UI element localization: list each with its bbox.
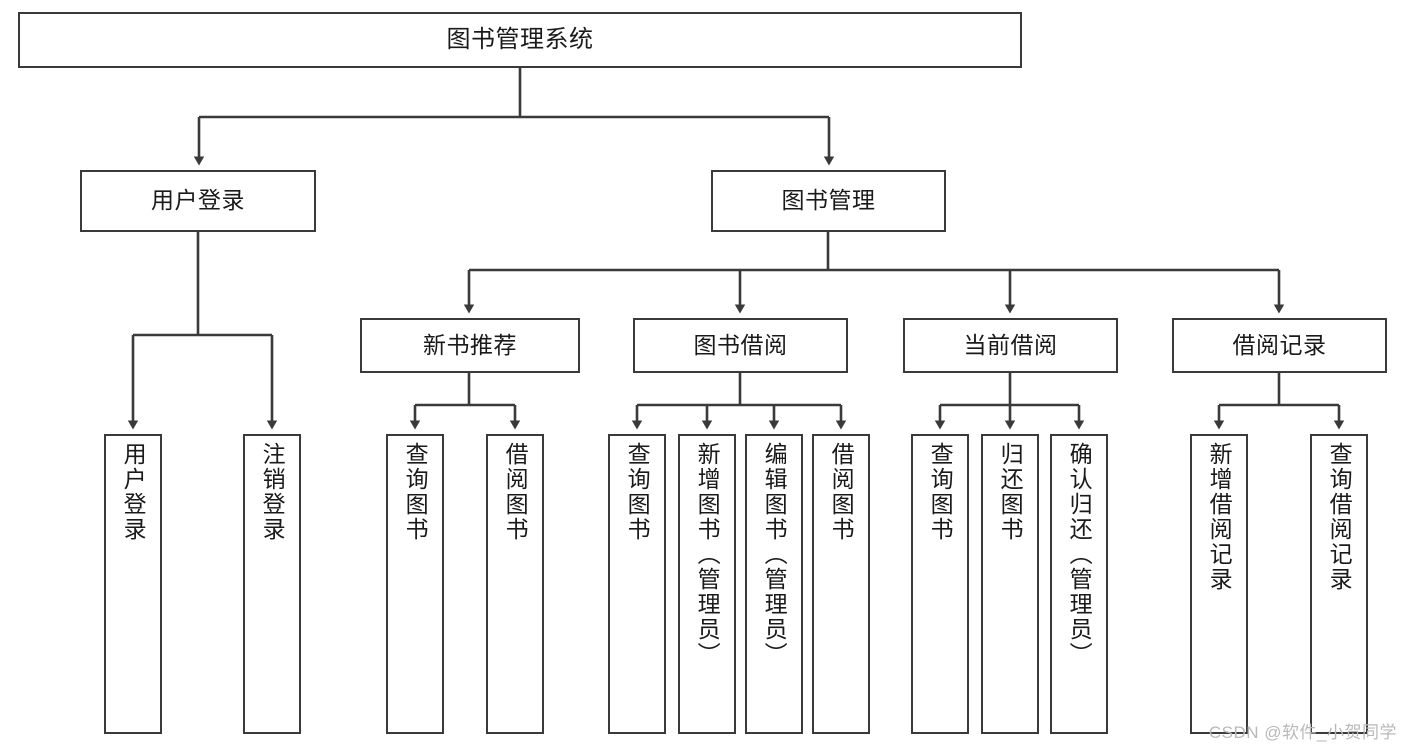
node-leaf-borrow-book-2-label: 借阅图书 [828, 442, 855, 542]
node-leaf-query-record-label: 查询借阅记录 [1326, 442, 1353, 592]
node-leaf-confirm-return-label: 确认归还（管理员） [1066, 442, 1093, 667]
node-leaf-add-record-label: 新增借阅记录 [1206, 442, 1233, 592]
node-new-book-rec-label: 新书推荐 [423, 331, 517, 358]
node-leaf-borrow-book-2[interactable]: 借阅图书 [812, 434, 870, 734]
node-leaf-query-book-3-label: 查询图书 [927, 442, 954, 542]
node-leaf-edit-book[interactable]: 编辑图书（管理员） [745, 434, 803, 734]
node-leaf-logout-label: 注销登录 [259, 442, 286, 542]
node-borrow-record-label: 借阅记录 [1232, 331, 1327, 358]
node-leaf-add-record[interactable]: 新增借阅记录 [1190, 434, 1248, 734]
node-leaf-query-record[interactable]: 查询借阅记录 [1310, 434, 1368, 734]
node-leaf-edit-book-label: 编辑图书（管理员） [761, 442, 788, 667]
node-root-label: 图书管理系统 [446, 25, 594, 53]
node-book-borrow[interactable]: 图书借阅 [633, 318, 848, 373]
node-leaf-user-login-label: 用户登录 [120, 442, 147, 542]
node-leaf-query-book-1[interactable]: 查询图书 [386, 434, 444, 734]
node-book-manage-label: 图书管理 [781, 187, 876, 214]
node-leaf-logout[interactable]: 注销登录 [243, 434, 301, 734]
node-leaf-query-book-3[interactable]: 查询图书 [911, 434, 969, 734]
node-new-book-rec[interactable]: 新书推荐 [360, 318, 580, 373]
node-user-login[interactable]: 用户登录 [80, 170, 316, 232]
node-user-login-label: 用户登录 [151, 187, 245, 214]
node-leaf-add-book-label: 新增图书（管理员） [694, 442, 721, 667]
node-book-borrow-label: 图书借阅 [693, 331, 788, 358]
node-current-borrow[interactable]: 当前借阅 [903, 318, 1118, 373]
node-leaf-return-book[interactable]: 归还图书 [981, 434, 1039, 734]
node-leaf-query-book-1-label: 查询图书 [402, 442, 429, 542]
node-leaf-add-book[interactable]: 新增图书（管理员） [678, 434, 736, 734]
node-leaf-query-book-2[interactable]: 查询图书 [608, 434, 666, 734]
node-leaf-return-book-label: 归还图书 [997, 442, 1024, 542]
node-current-borrow-label: 当前借阅 [963, 331, 1058, 358]
node-leaf-borrow-book-1-label: 借阅图书 [502, 442, 529, 542]
node-leaf-query-book-2-label: 查询图书 [624, 442, 651, 542]
node-book-manage[interactable]: 图书管理 [711, 170, 946, 232]
node-leaf-confirm-return[interactable]: 确认归还（管理员） [1050, 434, 1108, 734]
node-leaf-borrow-book-1[interactable]: 借阅图书 [486, 434, 544, 734]
node-borrow-record[interactable]: 借阅记录 [1172, 318, 1387, 373]
node-leaf-user-login[interactable]: 用户登录 [104, 434, 162, 734]
node-root[interactable]: 图书管理系统 [18, 12, 1022, 68]
csdn-watermark: CSDN @软件_小贺同学 [1208, 723, 1397, 742]
